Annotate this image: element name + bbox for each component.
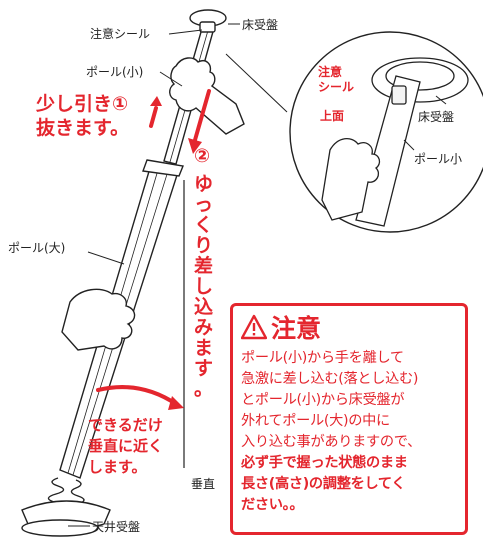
inset-label-top-face: 上面	[320, 108, 344, 123]
warning-box: 注意 ポール(小)から手を離して 急激に差し込む(落とし込む) とポール(小)か…	[230, 303, 468, 535]
label-floor-receiver: 床受盤	[242, 18, 278, 32]
step2-char: す	[194, 358, 213, 380]
step2-char: ゆ	[194, 173, 213, 195]
step2-char: く	[194, 214, 213, 236]
leader-lines	[68, 23, 240, 527]
detail-inset	[225, 31, 483, 233]
warning-title: 注意	[241, 310, 321, 344]
warning-line: 外れてポール(大)の中に	[241, 413, 390, 429]
warning-triangle-icon	[241, 314, 267, 340]
warning-body: ポール(小)から手を離して 急激に差し込む(落とし込む) とポール(小)から床受…	[241, 348, 463, 516]
step1-line2: 抜きます。	[36, 116, 129, 139]
warning-line: ポール(小)から手を離して	[241, 350, 404, 366]
tilt-line2: 垂直に近く	[88, 437, 163, 455]
step2-char: ま	[194, 337, 213, 359]
step2-char: り	[194, 235, 213, 257]
step2-char: 。	[194, 378, 213, 400]
step2-char: 差	[194, 254, 213, 277]
arrow-pull	[149, 106, 158, 128]
inset-label-caution-2: シール	[318, 80, 354, 94]
label-pole-large: ポール(大)	[8, 241, 65, 255]
warning-title-text: 注意	[271, 314, 322, 343]
tilt-line1: できるだけ	[88, 416, 163, 434]
step2-char: み	[194, 317, 213, 339]
pole-joint	[142, 159, 184, 177]
warning-line: とポール(小)から床受盤が	[241, 392, 405, 408]
label-ceiling-receiver: 天井受盤	[92, 520, 140, 534]
inset-label-pole-small: ポール小	[414, 152, 462, 166]
step2-char: 込	[194, 296, 213, 318]
inset-hand	[321, 138, 381, 221]
step2-char: し	[194, 276, 213, 298]
inset-label-floor-receiver: 床受盤	[418, 110, 454, 124]
arrow-insert	[193, 89, 211, 142]
arrow-tilt	[96, 385, 178, 406]
step2-char: っ	[194, 194, 213, 216]
label-caution-seal: 注意シール	[90, 26, 150, 41]
label-pole-small: ポール(小)	[86, 65, 143, 79]
label-vertical: 垂直	[191, 477, 215, 491]
hand-lower	[61, 288, 136, 351]
warning-line: 入り込む事がありますので、	[241, 434, 421, 450]
tilt-line3: します。	[88, 458, 147, 476]
warning-line: 急激に差し込む(落とし込む)	[241, 371, 419, 387]
warning-bold-line: ださい。。	[241, 497, 304, 513]
step1-line1: 少し引き①	[35, 93, 128, 115]
inset-label-caution-1: 注意	[318, 64, 342, 79]
warning-bold-line: 必ず手で握った状態のまま	[241, 455, 408, 471]
warning-bold-line: 長さ(高さ)の調整をしてく	[241, 476, 406, 492]
step2-number: ②	[194, 145, 210, 167]
